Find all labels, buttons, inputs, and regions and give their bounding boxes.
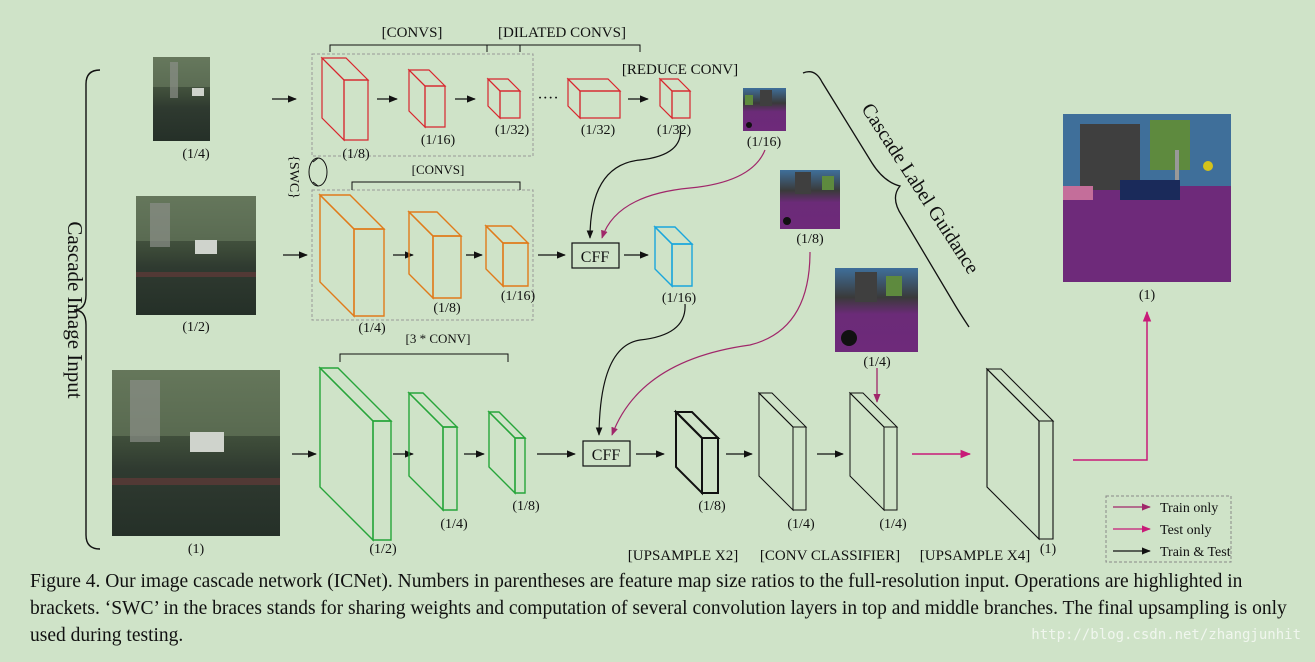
bot-block-1 xyxy=(318,366,393,542)
op-dilated-convs: [DILATED CONVS] xyxy=(498,25,626,41)
cff-box-2 xyxy=(582,440,631,467)
op-convs-mid: [CONVS] xyxy=(412,162,465,177)
bot-block-3 xyxy=(487,410,527,495)
ratio-top-3: (1/32) xyxy=(495,123,530,138)
ratio-top-4: (1/32) xyxy=(581,123,616,138)
op-conv3: [3 * CONV] xyxy=(406,331,471,346)
output-image xyxy=(1063,114,1231,282)
legend-train-test: Train & Test xyxy=(1160,545,1231,560)
op-upsample-x2: [UPSAMPLE X2] xyxy=(628,548,738,564)
cff-label-1: CFF xyxy=(581,249,610,266)
ratio-img-bot: (1) xyxy=(188,542,205,557)
ratio-label-8: (1/8) xyxy=(796,232,824,247)
mid-block-3 xyxy=(484,224,530,288)
ratio-top-2: (1/16) xyxy=(421,133,456,148)
cls-block-1 xyxy=(757,391,808,512)
mid-branch-box xyxy=(311,189,534,321)
bracket-convs-top xyxy=(329,44,521,52)
label-image-4 xyxy=(835,268,918,352)
input-image-quarter xyxy=(153,57,210,141)
top-block-3 xyxy=(486,77,522,120)
guidance-brace xyxy=(802,71,970,328)
bot-block-2 xyxy=(407,391,459,512)
cascade-label-guidance-label: Cascade Label Guidance xyxy=(857,99,984,278)
mid-block-2 xyxy=(407,210,463,300)
op-conv-classifier: [CONV CLASSIFIER] xyxy=(760,548,900,564)
arrow-top-to-cff1 xyxy=(586,125,682,239)
figure-caption: Figure 4. Our image cascade network (ICN… xyxy=(30,571,1287,646)
top-block-4 xyxy=(566,77,622,120)
ratio-mid-3: (1/16) xyxy=(501,289,536,304)
cascade-image-input-label: Cascade Image Input xyxy=(63,221,87,398)
cff1-output-block xyxy=(653,225,694,288)
bracket-dilated-convs xyxy=(486,44,641,52)
top-branch-box xyxy=(311,53,534,157)
cff-label-2: CFF xyxy=(592,447,621,464)
input-image-half xyxy=(136,196,256,315)
mid-block-1 xyxy=(318,193,386,318)
ratio-up-1: (1/8) xyxy=(698,499,726,514)
arrow-label8-to-cff2 xyxy=(611,251,811,436)
op-convs-top: [CONVS] xyxy=(382,25,443,41)
ratio-cls-2: (1/4) xyxy=(879,517,907,532)
ratio-top-1: (1/8) xyxy=(342,147,370,162)
icnet-diagram: Cascade Image Input (1/4) (1/2) (1) [CON… xyxy=(63,25,1232,564)
ratio-label-16: (1/16) xyxy=(747,135,782,150)
ratio-bot-2: (1/4) xyxy=(440,517,468,532)
watermark: http://blog.csdn.net/zhangjunhit xyxy=(1031,627,1301,643)
ratio-img-top: (1/4) xyxy=(182,147,210,162)
ratio-mid-1: (1/4) xyxy=(358,321,386,336)
op-reduce-conv: [REDUCE CONV] xyxy=(622,62,738,78)
up-block-1 xyxy=(673,409,721,496)
ratio-img-mid: (1/2) xyxy=(182,320,210,335)
ratio-up-final: (1) xyxy=(1040,542,1057,557)
input-brace xyxy=(73,69,101,550)
legend-test-only: Test only xyxy=(1160,523,1212,538)
arrow-label16-to-cff1 xyxy=(601,149,766,239)
ratio-top-5: (1/32) xyxy=(657,123,692,138)
legend-box xyxy=(1105,495,1232,563)
op-upsample-x4: [UPSAMPLE X4] xyxy=(920,548,1030,564)
dots: ···· xyxy=(537,90,558,107)
arrow-cff1-to-cff2 xyxy=(595,303,686,436)
ratio-mid-2: (1/8) xyxy=(433,301,461,316)
ratio-cff1-out: (1/16) xyxy=(662,291,697,306)
ratio-bot-3: (1/8) xyxy=(512,499,540,514)
ratio-label-4: (1/4) xyxy=(863,355,891,370)
top-block-1 xyxy=(320,56,370,142)
swc-label: {SWC} xyxy=(286,155,301,199)
up-final-block xyxy=(985,367,1055,541)
cls-block-2 xyxy=(848,391,899,512)
label-image-16 xyxy=(743,88,786,131)
input-image-full xyxy=(112,370,280,536)
top-block-2 xyxy=(407,68,447,129)
top-block-5 xyxy=(658,77,692,120)
cff-box-1 xyxy=(571,242,620,269)
legend-train-only: Train only xyxy=(1160,501,1218,516)
ratio-output: (1) xyxy=(1139,288,1156,303)
label-image-8 xyxy=(780,170,840,229)
ratio-bot-1: (1/2) xyxy=(369,542,397,557)
arrow-to-output xyxy=(1073,310,1152,461)
ratio-cls-1: (1/4) xyxy=(787,517,815,532)
